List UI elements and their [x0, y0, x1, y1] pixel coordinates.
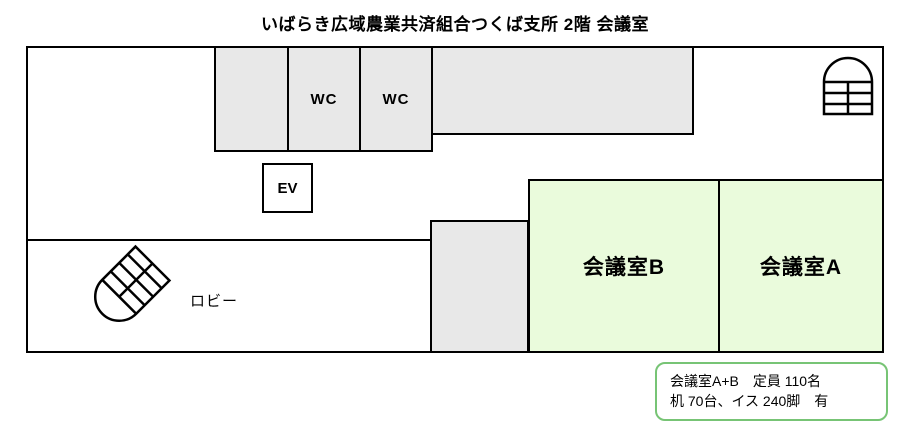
room-unlabeled-wide: [431, 46, 694, 135]
lobby-wall-line: [28, 239, 431, 241]
meeting-room-b: 会議室B: [528, 179, 720, 353]
room-unlabeled-left: [214, 46, 289, 152]
meeting-room-b-label: 会議室B: [582, 256, 666, 279]
stairs-icon-lobby: [80, 241, 175, 336]
capacity-note-box: 会議室A+B 定員 110名 机 70台、イス 240脚 有: [655, 362, 888, 421]
room-wc-1: WC: [287, 46, 361, 152]
room-wc-2: WC: [359, 46, 433, 152]
meeting-room-a-label: 会議室A: [759, 256, 843, 279]
lobby-label: ロビー: [190, 293, 239, 310]
page-title: いばらき広域農業共済組合つくば支所 2階 会議室: [261, 15, 649, 34]
stairs-icon: [820, 54, 876, 116]
meeting-room-a: 会議室A: [718, 179, 884, 353]
corridor-block: [430, 220, 529, 353]
elevator-box: EV: [262, 163, 313, 213]
capacity-note-line-1: 会議室A+B 定員 110名: [670, 373, 822, 389]
wc-label: WC: [310, 90, 338, 108]
capacity-note-line-2: 机 70台、イス 240脚 有: [670, 393, 829, 409]
wc-label: WC: [382, 90, 410, 108]
elevator-label: EV: [277, 179, 298, 197]
